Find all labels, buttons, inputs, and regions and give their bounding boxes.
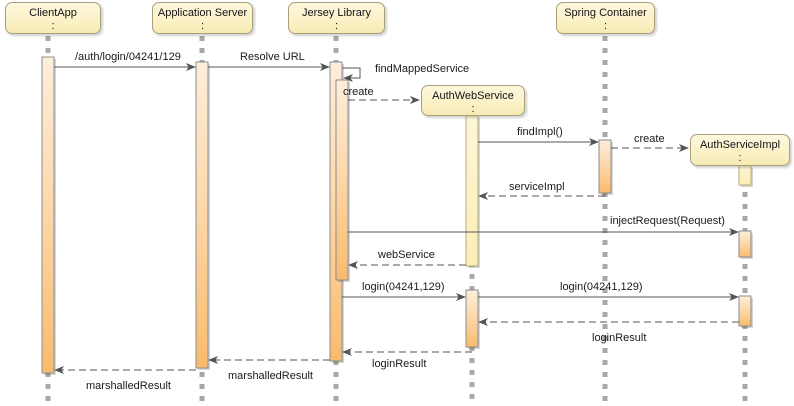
participant-colon: :	[603, 20, 608, 32]
message-label-m9: webService	[378, 249, 435, 261]
participant-box-authws[interactable]: AuthWebService:	[421, 85, 525, 116]
message-label-m5: findImpl()	[517, 126, 563, 138]
participant-colon: :	[334, 20, 339, 32]
activation-bar-appsrv[interactable]	[195, 61, 209, 369]
message-label-m4: create	[343, 86, 374, 98]
messages-group	[54, 63, 739, 374]
activation-bar-authimpl[interactable]	[738, 165, 752, 186]
activations-group	[41, 56, 753, 375]
participant-name: ClientApp	[29, 7, 77, 19]
activation-bar-jersey[interactable]	[335, 79, 349, 281]
participant-colon: :	[51, 20, 55, 32]
message-label-m1: /auth/login/04241/129	[75, 51, 181, 63]
activation-bar-authimpl[interactable]	[738, 230, 752, 258]
participant-name: Application Server	[157, 7, 248, 19]
message-label-m7: serviceImpl	[509, 181, 565, 193]
participant-name: Spring Container	[564, 7, 647, 19]
participant-colon: :	[471, 103, 475, 115]
participant-colon: :	[200, 20, 205, 32]
message-label-m6: create	[634, 133, 665, 145]
participant-name: Jersey Library	[301, 7, 372, 19]
participant-box-appsrv[interactable]: Application Server:	[152, 2, 253, 34]
activation-bar-client[interactable]	[41, 56, 55, 374]
activation-bar-authimpl[interactable]	[738, 295, 752, 327]
message-arrow-m3[interactable]	[342, 67, 361, 82]
message-label-m10: login(04241,129)	[362, 281, 445, 293]
activation-bar-authws[interactable]	[465, 289, 479, 348]
message-label-m2: Resolve URL	[240, 51, 305, 63]
participant-colon: :	[738, 152, 742, 164]
participant-box-jersey[interactable]: Jersey Library:	[288, 2, 385, 34]
participant-box-client[interactable]: ClientApp:	[5, 2, 101, 34]
activation-bar-spring[interactable]	[598, 139, 612, 194]
message-label-m11: login(04241,129)	[560, 281, 643, 293]
participant-box-spring[interactable]: Spring Container:	[556, 2, 655, 34]
message-label-m13: loginResult	[372, 358, 427, 370]
participant-box-authimpl[interactable]: AuthServiceImpl:	[690, 134, 790, 166]
message-label-m3: findMappedService	[375, 63, 470, 75]
message-label-m15: marshalledResult	[86, 380, 171, 392]
message-label-m14: marshalledResult	[228, 370, 313, 382]
participant-name: AuthServiceImpl	[699, 139, 781, 151]
activation-bar-authws[interactable]	[465, 115, 479, 267]
participant-name: AuthWebService	[432, 90, 514, 102]
message-label-m12: loginResult	[592, 332, 647, 344]
created-stub-authws	[466, 115, 478, 117]
message-label-m8: injectRequest(Request)	[610, 215, 725, 227]
created-stub-authimpl	[739, 165, 751, 167]
